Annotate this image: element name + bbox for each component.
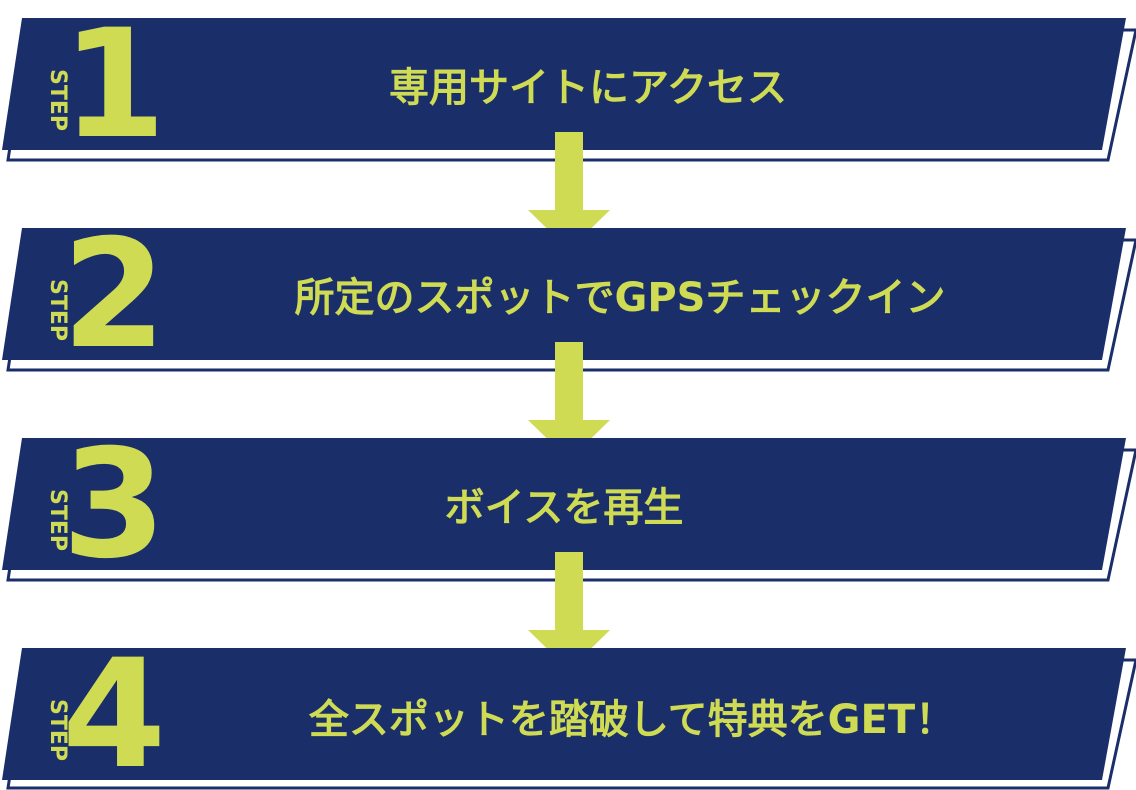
step-3-banner [2, 438, 1126, 570]
step-3-label: STEP [45, 489, 70, 551]
arrow-3-shaft [555, 552, 583, 632]
step-1-banner [2, 18, 1126, 150]
step-4-label: STEP [45, 699, 70, 761]
step-2-banner [2, 228, 1126, 360]
step-3-text: ボイスを再生 [445, 485, 684, 531]
step-2-label: STEP [45, 279, 70, 341]
step-1-text: 専用サイトにアクセス [389, 65, 787, 111]
step-4: STEP 4 全スポットを踏破して特典をGET！ [2, 628, 1136, 790]
step-2-number: 2 [62, 208, 166, 382]
step-1-number: 1 [62, 0, 166, 172]
step-2: STEP 2 所定のスポットでGPSチェックイン [2, 208, 1136, 382]
arrow-1-shaft [555, 132, 583, 212]
arrow-2-shaft [555, 342, 583, 422]
step-3: STEP 3 ボイスを再生 [2, 418, 1136, 592]
step-4-number: 4 [62, 628, 166, 790]
step-2-text: 所定のスポットでGPSチェックイン [295, 275, 946, 321]
step-4-text: 全スポットを踏破して特典をGET！ [308, 697, 955, 743]
step-4-banner [2, 648, 1126, 780]
step-3-number: 3 [62, 418, 166, 592]
step-1-label: STEP [45, 69, 70, 131]
step-1: STEP 1 専用サイトにアクセス [2, 0, 1136, 172]
